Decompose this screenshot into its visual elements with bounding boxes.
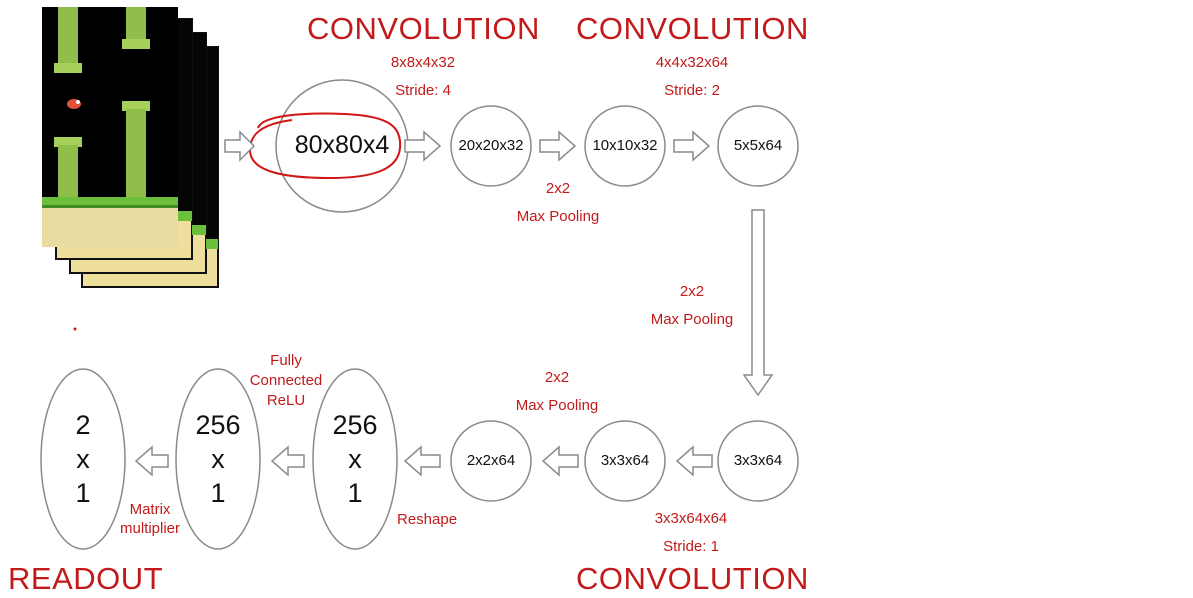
fc-line1: Fully	[236, 351, 336, 371]
conv3-kernel: 3x3x64x64	[641, 505, 741, 533]
readout-oval-top: 2	[43, 408, 123, 442]
reshape-oval-text: 256 x 1	[315, 408, 395, 510]
fc-oval-top: 256	[178, 408, 258, 442]
conv1-kernel: 8x8x4x32	[383, 49, 463, 77]
arrow-down	[744, 210, 772, 395]
pool2-params: 2x2 Max Pooling	[642, 278, 742, 334]
node-5x5x64-label: 5x5x64	[718, 137, 798, 154]
stray-dot	[74, 328, 77, 331]
pool2-label: Max Pooling	[642, 306, 742, 334]
fc-params: Fully Connected ReLU	[236, 351, 336, 411]
matmul-line2: multiplier	[110, 519, 190, 538]
pool1-label: Max Pooling	[508, 203, 608, 231]
input-node-label: 80x80x4	[276, 131, 408, 160]
fc-line2: Connected	[236, 371, 336, 391]
readout-oval-text: 2 x 1	[43, 408, 123, 510]
conv3-params: 3x3x64x64 Stride: 1	[641, 505, 741, 561]
reshape-oval-top: 256	[315, 408, 395, 442]
conv1-stride: Stride: 4	[383, 77, 463, 105]
readout-header: READOUT	[8, 561, 163, 597]
arrow-left-1	[677, 447, 712, 475]
node-3x3x64-right-label: 3x3x64	[718, 452, 798, 469]
conv3-stride: Stride: 1	[641, 533, 741, 561]
pool1-size: 2x2	[508, 175, 608, 203]
fc-oval-mid: x	[178, 442, 258, 476]
node-10x10x32-label: 10x10x32	[585, 137, 665, 154]
fc-oval-bot: 1	[178, 476, 258, 510]
arrow-left-5	[136, 447, 168, 475]
arrow-right-2	[405, 132, 440, 160]
conv3-header: CONVOLUTION	[576, 561, 809, 597]
arrow-left-2	[543, 447, 578, 475]
conv1-header: CONVOLUTION	[307, 11, 540, 47]
conv2-header: CONVOLUTION	[576, 11, 809, 47]
fc-oval-text: 256 x 1	[178, 408, 258, 510]
pool3-params: 2x2 Max Pooling	[507, 364, 607, 420]
node-3x3x64-left-label: 3x3x64	[585, 452, 665, 469]
conv2-params: 4x4x32x64 Stride: 2	[642, 49, 742, 105]
node-20x20x32-label: 20x20x32	[451, 137, 531, 154]
reshape-oval-bot: 1	[315, 476, 395, 510]
node-2x2x64-label: 2x2x64	[451, 452, 531, 469]
conv1-params: 8x8x4x32 Stride: 4	[383, 49, 463, 105]
arrow-right-4	[674, 132, 709, 160]
pool3-size: 2x2	[507, 364, 607, 392]
arrow-left-4	[272, 447, 304, 475]
arrow-right-3	[540, 132, 575, 160]
arrow-right-1	[225, 132, 254, 160]
pool1-params: 2x2 Max Pooling	[508, 175, 608, 231]
pool2-size: 2x2	[642, 278, 742, 306]
readout-oval-mid: x	[43, 442, 123, 476]
conv2-kernel: 4x4x32x64	[642, 49, 742, 77]
conv2-stride: Stride: 2	[642, 77, 742, 105]
readout-oval-bot: 1	[43, 476, 123, 510]
arrow-left-3	[405, 447, 440, 475]
reshape-oval-mid: x	[315, 442, 395, 476]
reshape-label: Reshape	[397, 511, 457, 528]
pool3-label: Max Pooling	[507, 392, 607, 420]
